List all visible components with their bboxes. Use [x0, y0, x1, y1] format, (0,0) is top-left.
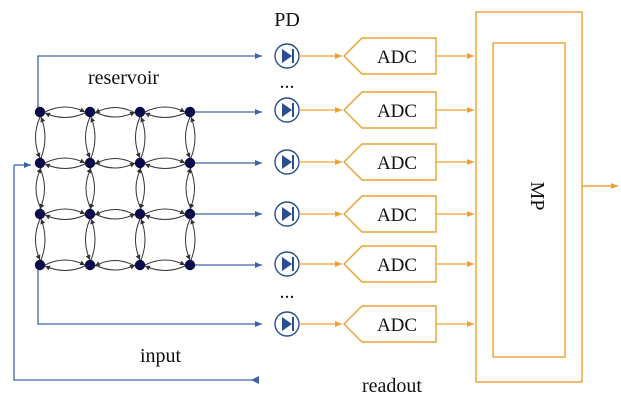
coupling-arc	[44, 208, 86, 215]
wire-bottom-channel	[37, 266, 262, 327]
coupling-arc	[94, 260, 136, 267]
coupling-arc	[140, 116, 146, 159]
reservoir-node	[34, 208, 46, 220]
reservoir-node	[184, 208, 196, 220]
coupling-arc	[90, 218, 96, 261]
mp-inner-box	[492, 42, 566, 358]
readout-channel: ADC	[274, 305, 474, 343]
coupling-arc	[189, 167, 195, 210]
readout-channel: ADC	[274, 91, 474, 129]
coupling-arc	[139, 167, 145, 210]
reservoir-node	[84, 259, 96, 271]
coupling-arc	[135, 218, 141, 261]
photodiode-triangle	[282, 155, 292, 169]
coupling-arc	[144, 208, 186, 215]
coupling-arc	[185, 116, 191, 159]
adc-label: ADC	[377, 101, 417, 122]
readout-channel: ADC	[274, 37, 474, 75]
coupling-arc	[35, 116, 41, 159]
coupling-arc	[89, 167, 95, 210]
reservoir-node	[84, 208, 96, 220]
photodiode-triangle	[282, 207, 292, 221]
photodiode-triangle	[282, 257, 292, 271]
ellipsis-top: ...	[280, 71, 295, 93]
coupling-arc	[40, 218, 46, 261]
return-arrowhead	[251, 376, 259, 384]
coupling-arc	[35, 167, 42, 210]
coupling-arc	[94, 213, 136, 220]
input-label: input	[140, 345, 182, 367]
coupling-arc	[135, 116, 141, 159]
reservoir-couplings	[35, 106, 196, 271]
readout-channel: ADC	[274, 143, 474, 181]
row-output-wires	[195, 109, 262, 268]
coupling-arc	[90, 116, 96, 159]
adc-label: ADC	[377, 47, 417, 68]
reservoir-node	[184, 157, 196, 169]
reservoir-node	[134, 208, 146, 220]
readout-return-path	[13, 165, 258, 381]
reservoir-node	[34, 157, 46, 169]
coupling-arc	[44, 112, 86, 118]
reservoir-node	[34, 259, 46, 271]
reservoir-node	[34, 106, 46, 118]
reservoir-node	[84, 157, 96, 169]
wire-top-channel	[37, 53, 262, 112]
coupling-arc	[144, 106, 186, 113]
reservoir-node	[134, 259, 146, 271]
photodiode-triangle	[282, 49, 292, 63]
adc-label: ADC	[377, 153, 417, 174]
coupling-arc	[190, 218, 196, 261]
coupling-arc	[35, 218, 41, 261]
coupling-arc	[44, 214, 86, 220]
coupling-arc	[44, 259, 86, 266]
readout-label: readout	[362, 375, 422, 397]
coupling-arc	[85, 218, 91, 261]
coupling-arc	[94, 111, 136, 118]
coupling-arc	[94, 264, 136, 271]
reservoir-node	[134, 157, 146, 169]
pd-label: PD	[274, 9, 300, 31]
coupling-arc	[144, 265, 186, 271]
reservoir-nodes	[34, 106, 196, 271]
coupling-arc	[44, 106, 86, 113]
coupling-arc	[185, 218, 191, 261]
coupling-arc	[144, 214, 186, 220]
coupling-arc	[94, 209, 136, 216]
coupling-arc	[85, 116, 91, 159]
coupling-arc	[85, 167, 92, 210]
reservoir-node	[184, 106, 196, 118]
coupling-arc	[39, 167, 45, 210]
coupling-arc	[185, 167, 192, 210]
readout-channel: ADC	[274, 195, 474, 233]
adc-label: ADC	[377, 205, 417, 226]
mp-label: MP	[526, 182, 548, 211]
coupling-arc	[144, 112, 186, 118]
coupling-arc	[190, 116, 196, 159]
reservoir-node	[84, 106, 96, 118]
coupling-arc	[40, 116, 46, 159]
readout-channel: ADC	[274, 245, 474, 283]
coupling-arc	[44, 163, 86, 169]
coupling-arc	[135, 167, 142, 210]
adc-label: ADC	[377, 255, 417, 276]
reservoir-node	[134, 106, 146, 118]
coupling-arc	[94, 162, 136, 169]
ellipsis-bottom: ...	[280, 281, 295, 303]
coupling-arc	[140, 218, 146, 261]
coupling-arc	[94, 158, 136, 165]
readout-channels: ADC ADC ADC ADC ADC ADC	[274, 37, 474, 343]
photodiode-triangle	[282, 317, 292, 331]
coupling-arc	[44, 265, 86, 271]
reservoir-node	[184, 259, 196, 271]
coupling-arc	[144, 259, 186, 266]
coupling-arc	[144, 163, 186, 169]
coupling-arc	[44, 157, 86, 164]
coupling-arc	[144, 157, 186, 164]
photodiode-triangle	[282, 103, 292, 117]
adc-label: ADC	[377, 315, 417, 336]
coupling-arc	[94, 107, 136, 114]
reservoir-label: reservoir	[88, 67, 159, 89]
